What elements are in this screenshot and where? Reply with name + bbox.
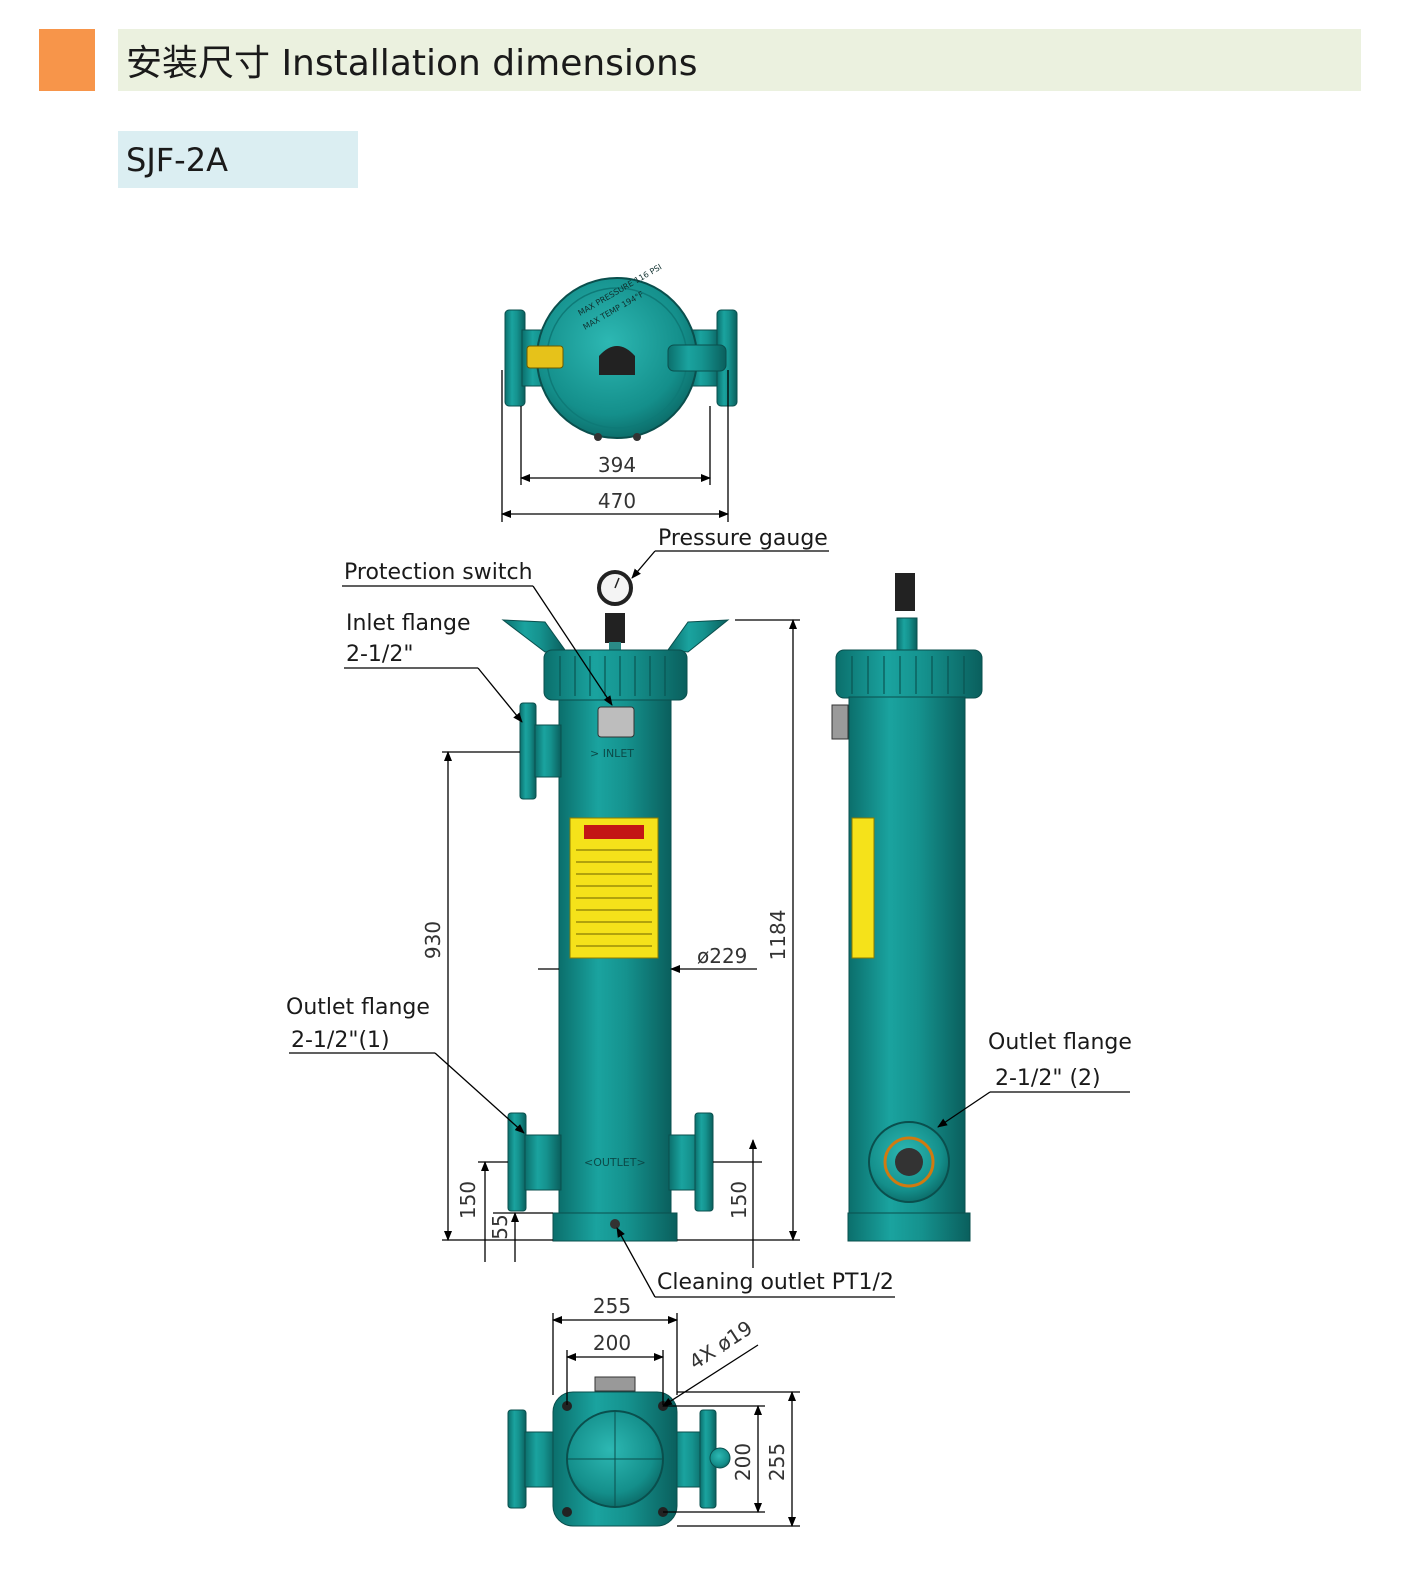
dim-bolt-holes: 4X ø19 (685, 1316, 757, 1375)
callouts: Pressure gauge Protection switch Inlet f… (286, 526, 1132, 1298)
dim-930: 930 (421, 921, 445, 959)
inlet-flange (519, 702, 537, 800)
section-accent-block (39, 29, 95, 91)
front-dimensions: 930 150 55 150 1184 ø229 (421, 619, 800, 1268)
label-outlet-flange-2-size: 2-1/2" (2) (995, 1066, 1101, 1091)
vent-valve-icon (599, 346, 635, 375)
page-title: 安装尺寸 Installation dimensions (126, 43, 698, 84)
dim-394: 394 (598, 453, 636, 477)
label-pressure-gauge: Pressure gauge (658, 526, 828, 551)
side-base (847, 1212, 971, 1242)
side-view (831, 573, 983, 1242)
label-outlet-flange-2: Outlet flange (988, 1030, 1132, 1055)
warning-label (569, 817, 659, 959)
inlet-mark: > INLET (590, 747, 634, 760)
label-inlet-flange-size: 2-1/2" (346, 642, 413, 667)
top-view: MAX PRESSURE 116 PSI MAX TEMP 194°F 394 … (501, 262, 738, 522)
label-outlet-flange-1: Outlet flange (286, 995, 430, 1020)
label-inlet-flange: Inlet flange (346, 611, 470, 636)
dim-150-right: 150 (727, 1181, 751, 1219)
protection-switch-icon (597, 706, 635, 738)
outlet-mark: <OUTLET> (584, 1156, 646, 1169)
front-view: > INLET <OUTLET> (501, 570, 730, 1242)
label-protection-switch: Protection switch (344, 560, 533, 585)
model-title-bar: SJF-2A (118, 131, 358, 188)
dim-470: 470 (598, 489, 636, 513)
dim-150-left: 150 (456, 1181, 480, 1219)
dim-200-side: 200 (731, 1443, 755, 1481)
dim-diameter: ø229 (697, 944, 747, 968)
model-name: SJF-2A (126, 140, 228, 179)
dim-255-side: 255 (765, 1443, 789, 1481)
dim-200-top: 200 (593, 1331, 631, 1355)
dim-1184: 1184 (766, 910, 790, 961)
section-title-bar: 安装尺寸 Installation dimensions (118, 29, 1361, 91)
label-cleaning-outlet: Cleaning outlet PT1/2 (657, 1270, 894, 1295)
outlet-flange-right (694, 1112, 714, 1212)
label-outlet-flange-1-size: 2-1/2"(1) (291, 1028, 390, 1053)
top-warning-tag (526, 345, 564, 369)
dim-55: 55 (488, 1214, 512, 1239)
dim-255-top: 255 (593, 1294, 631, 1318)
outlet-flange-left (507, 1112, 527, 1212)
bottom-view: 255 200 4X ø19 200 255 (507, 1294, 800, 1527)
